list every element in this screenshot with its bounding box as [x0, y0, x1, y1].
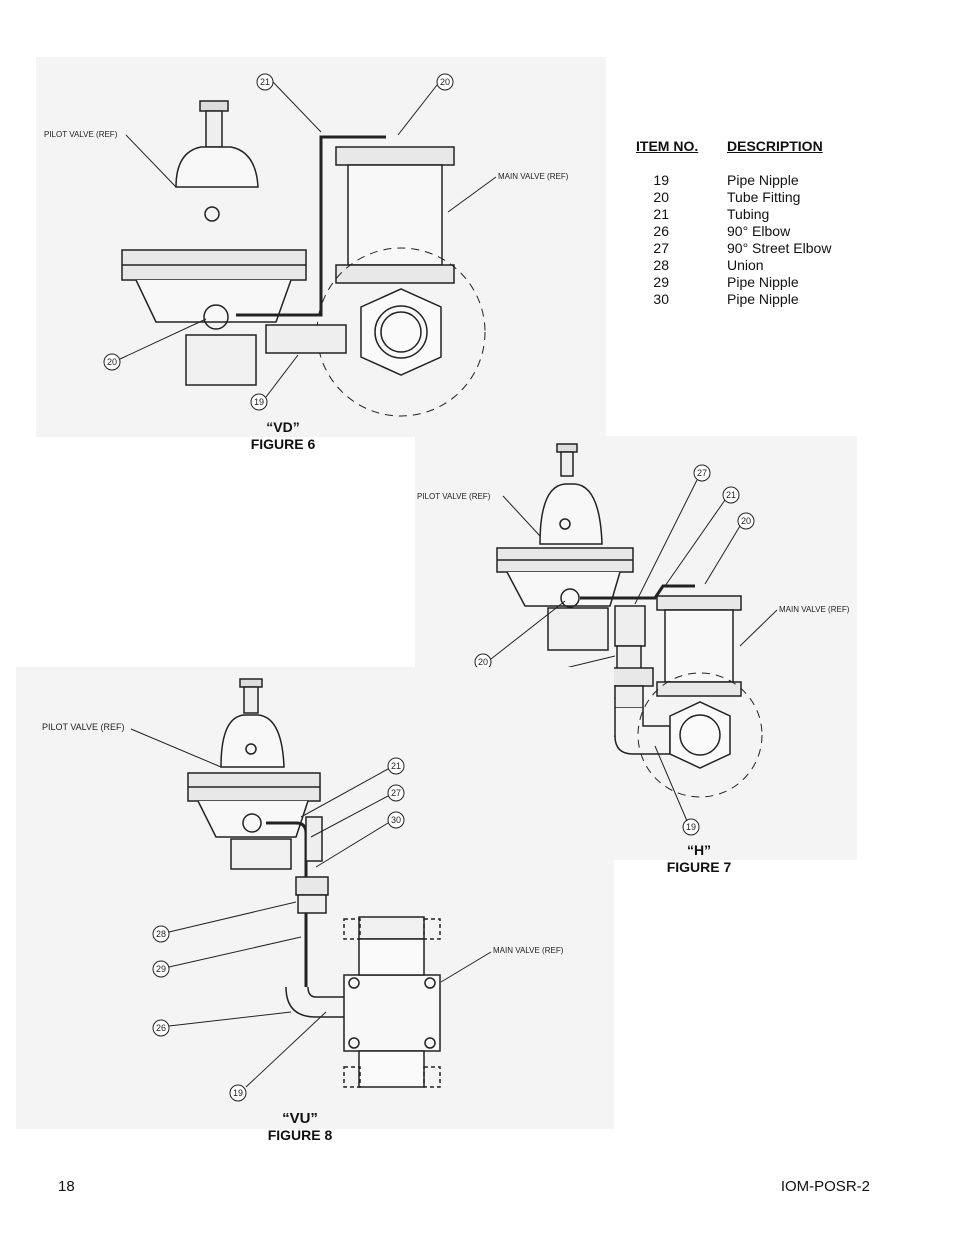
figure-code: “VD”	[266, 419, 300, 435]
callout-28: 28	[156, 929, 166, 939]
callout-19: 19	[233, 1088, 243, 1098]
item-number: 27	[653, 240, 669, 256]
item-description: Pipe Nipple	[727, 291, 799, 307]
item-description: Tube Fitting	[727, 189, 801, 205]
legend-header: ITEM NO. DESCRIPTION	[636, 138, 896, 154]
callout-21: 21	[260, 77, 270, 87]
legend-row: 28 Union	[636, 257, 896, 274]
figure-8-drawing: 21 27 30 28 29 26 19 PILOT VALVE (REF) M…	[16, 667, 614, 1129]
item-number: 26	[653, 223, 669, 239]
item-number: 29	[653, 274, 669, 290]
legend-row: 30 Pipe Nipple	[636, 291, 896, 308]
callout-21: 21	[726, 490, 736, 500]
legend-row: 19 Pipe Nipple	[636, 172, 896, 189]
legend-header-item: ITEM NO.	[636, 138, 699, 154]
main-valve-label: MAIN VALVE (REF)	[779, 605, 850, 614]
figure-6-caption: “VD” FIGURE 6	[233, 419, 333, 453]
item-description: Tubing	[727, 206, 770, 222]
page-number: 18	[58, 1178, 75, 1195]
legend-row: 26 90° Elbow	[636, 223, 896, 240]
item-description: Pipe Nipple	[727, 172, 799, 188]
callout-29: 29	[156, 964, 166, 974]
item-number: 30	[653, 291, 669, 307]
item-description: 90° Elbow	[727, 223, 791, 239]
legend-row: 27 90° Street Elbow	[636, 240, 896, 257]
figure-code: “H”	[686, 842, 712, 858]
callout-20: 20	[107, 357, 117, 367]
callout-19: 19	[686, 822, 696, 832]
callout-20: 20	[741, 516, 751, 526]
callout-27: 27	[697, 468, 707, 478]
callout-30: 30	[391, 815, 401, 825]
legend-row: 21 Tubing	[636, 206, 896, 223]
figure-6-drawing: 21 20 20 19 PILOT VALVE (REF) MAIN VALVE…	[36, 57, 606, 437]
callout-26: 26	[156, 1023, 166, 1033]
item-description: Pipe Nipple	[727, 274, 799, 290]
item-description: Union	[727, 257, 764, 273]
legend-row: 29 Pipe Nipple	[636, 274, 896, 291]
item-number: 28	[653, 257, 669, 273]
callout-19: 19	[254, 397, 264, 407]
pilot-valve-label: PILOT VALVE (REF)	[42, 722, 125, 732]
document-id: IOM-POSR-2	[780, 1178, 870, 1195]
main-valve-label: MAIN VALVE (REF)	[493, 946, 564, 955]
callout-21: 21	[391, 761, 401, 771]
callout-20: 20	[440, 77, 450, 87]
callout-27: 27	[391, 788, 401, 798]
callout-20: 20	[478, 657, 488, 667]
pilot-valve-label: PILOT VALVE (REF)	[44, 130, 118, 139]
figure-title: FIGURE 6	[250, 436, 316, 452]
item-number: 21	[653, 206, 669, 222]
figure-title: FIGURE 8	[267, 1127, 333, 1143]
pilot-valve-label: PILOT VALVE (REF)	[417, 492, 491, 501]
figure-title: FIGURE 7	[666, 859, 732, 875]
figure-8-caption: “VU” FIGURE 8	[250, 1110, 350, 1144]
legend-row: 20 Tube Fitting	[636, 189, 896, 206]
figure-code: “VU”	[282, 1110, 318, 1127]
legend-header-description: DESCRIPTION	[727, 138, 823, 154]
item-number: 19	[653, 172, 669, 188]
main-valve-label: MAIN VALVE (REF)	[498, 172, 569, 181]
item-number: 20	[653, 189, 669, 205]
figure-7-caption: “H” FIGURE 7	[649, 842, 749, 876]
item-description: 90° Street Elbow	[727, 240, 832, 256]
